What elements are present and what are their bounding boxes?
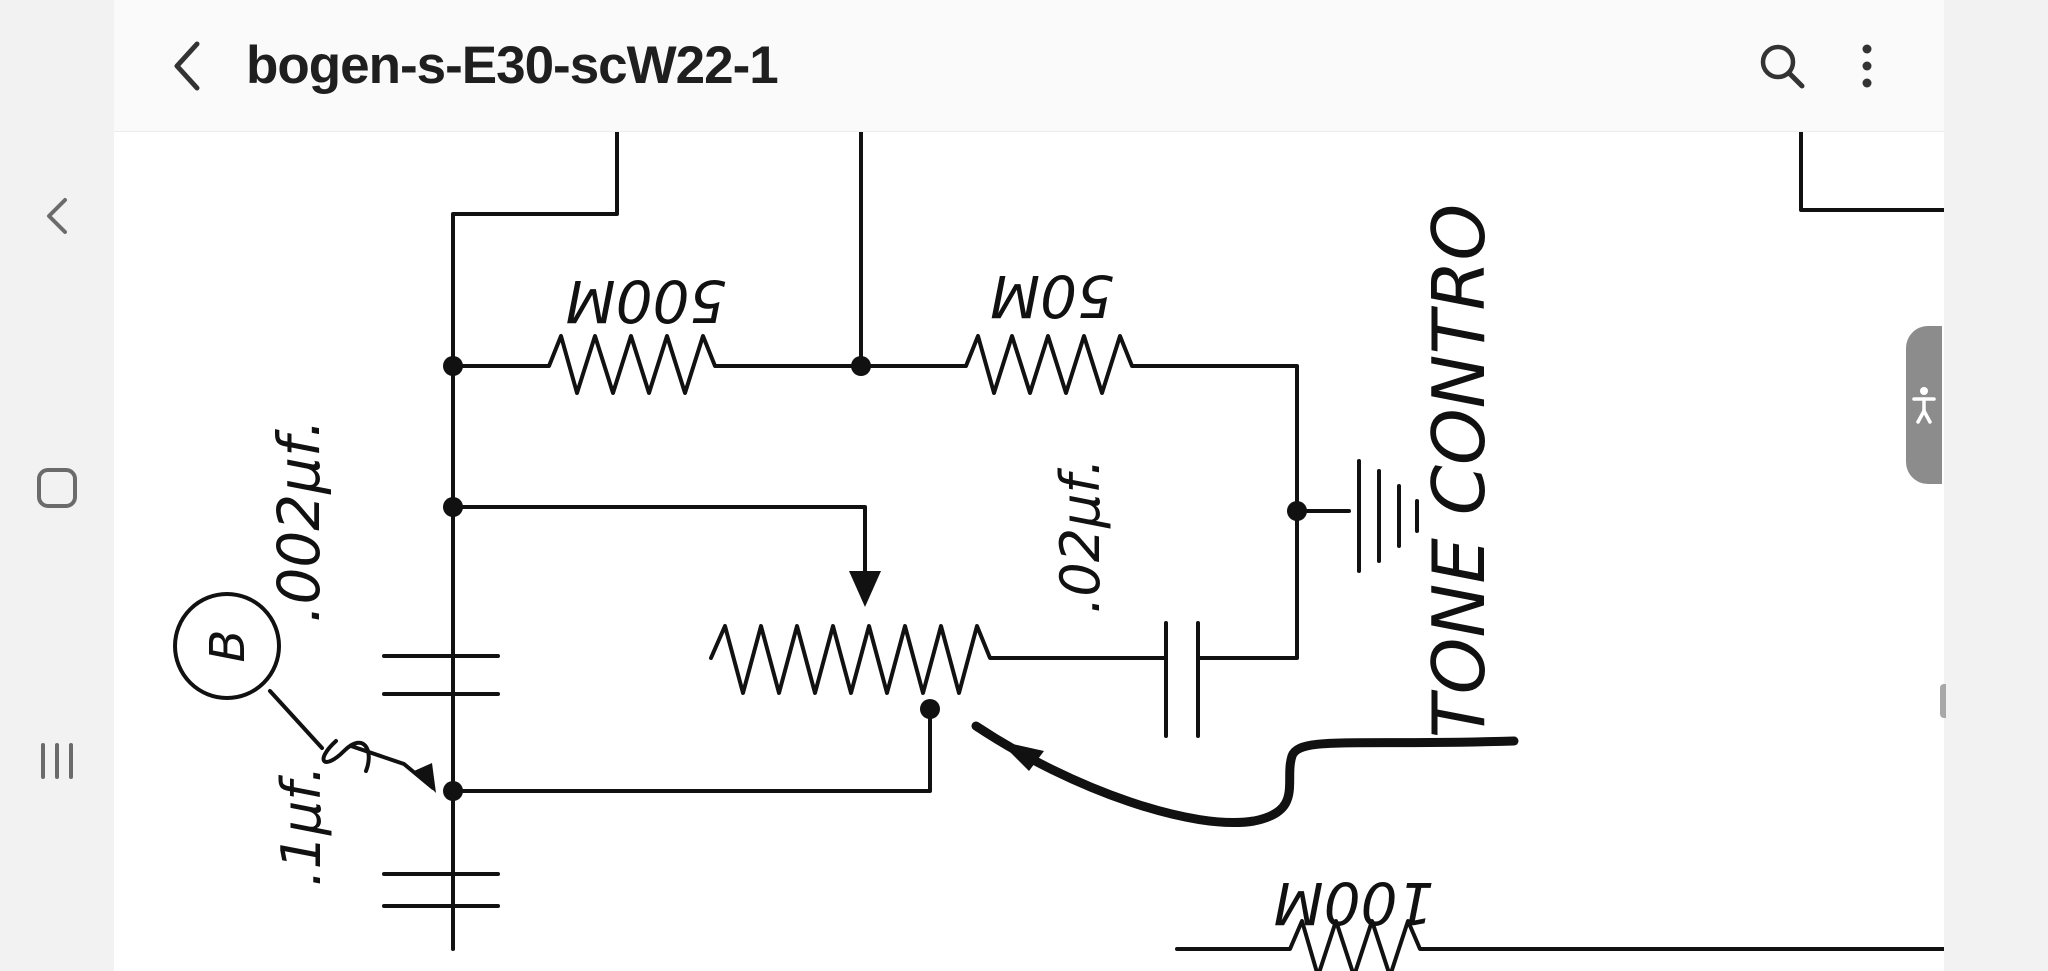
system-navigation-bar	[0, 0, 114, 971]
tone-control-arrow	[971, 721, 1519, 828]
search-icon	[1760, 44, 1805, 89]
tone-arrow-head	[999, 741, 1044, 771]
nav-home-button[interactable]	[22, 453, 92, 523]
right-edge-area	[1944, 0, 2048, 971]
schematic-drawing: B 500M 50M .002μf. .02μf. .1μf. TONE CON…	[173, 131, 1944, 971]
resistor-50m-label: 50M	[990, 262, 1114, 330]
resistor-500m	[451, 334, 863, 395]
junction-dot	[920, 699, 940, 719]
junction-dot	[443, 356, 463, 376]
edge-panel-handle[interactable]	[1940, 684, 1946, 718]
left-bus-wire	[451, 131, 619, 951]
resistor-100m-label: 100M	[1274, 869, 1435, 937]
nav-back-icon	[47, 198, 67, 234]
accessibility-side-tab[interactable]	[1906, 326, 1942, 484]
capacitor-002-label: .002μf.	[265, 419, 333, 623]
top-right-wire	[1799, 131, 1944, 212]
right-loop-wire	[1196, 509, 1299, 660]
accessibility-icon	[1912, 387, 1936, 424]
potentiometer	[709, 624, 1161, 695]
nav-back-button[interactable]	[22, 181, 92, 251]
back-icon	[174, 41, 200, 91]
nav-recents-icon	[41, 743, 73, 779]
tone-control-label: TONE CONTRO	[1417, 204, 1501, 738]
back-button[interactable]	[154, 33, 220, 99]
resistor-100m	[1175, 919, 1944, 971]
junction-dot	[1287, 501, 1307, 521]
more-options-button[interactable]	[1834, 33, 1900, 99]
resistor-50m	[859, 334, 1299, 513]
b-marker-circle	[173, 592, 281, 700]
junction-dot	[443, 497, 463, 517]
junction-dot	[443, 781, 463, 801]
wiper-wire	[451, 505, 867, 583]
more-vert-icon	[1862, 44, 1872, 88]
resistor-500m-label: 500M	[566, 267, 727, 335]
bottom-wire	[451, 707, 932, 793]
b-marker-label: B	[200, 630, 256, 663]
capacitor-1-label: .1μf.	[270, 765, 333, 886]
image-viewer-app: bogen-s-E30-scW22-1	[114, 0, 1944, 971]
wiper-arrowhead	[849, 571, 881, 607]
search-button[interactable]	[1749, 33, 1815, 99]
nav-recents-button[interactable]	[22, 726, 92, 796]
capacitor-02-label: .02μf.	[1049, 458, 1112, 613]
app-bar: bogen-s-E30-scW22-1	[114, 0, 1944, 132]
junction-dot	[851, 356, 871, 376]
nav-home-icon	[37, 468, 77, 508]
schematic-image[interactable]: B 500M 50M .002μf. .02μf. .1μf. TONE CON…	[114, 131, 1944, 971]
page-title: bogen-s-E30-scW22-1	[246, 36, 779, 95]
